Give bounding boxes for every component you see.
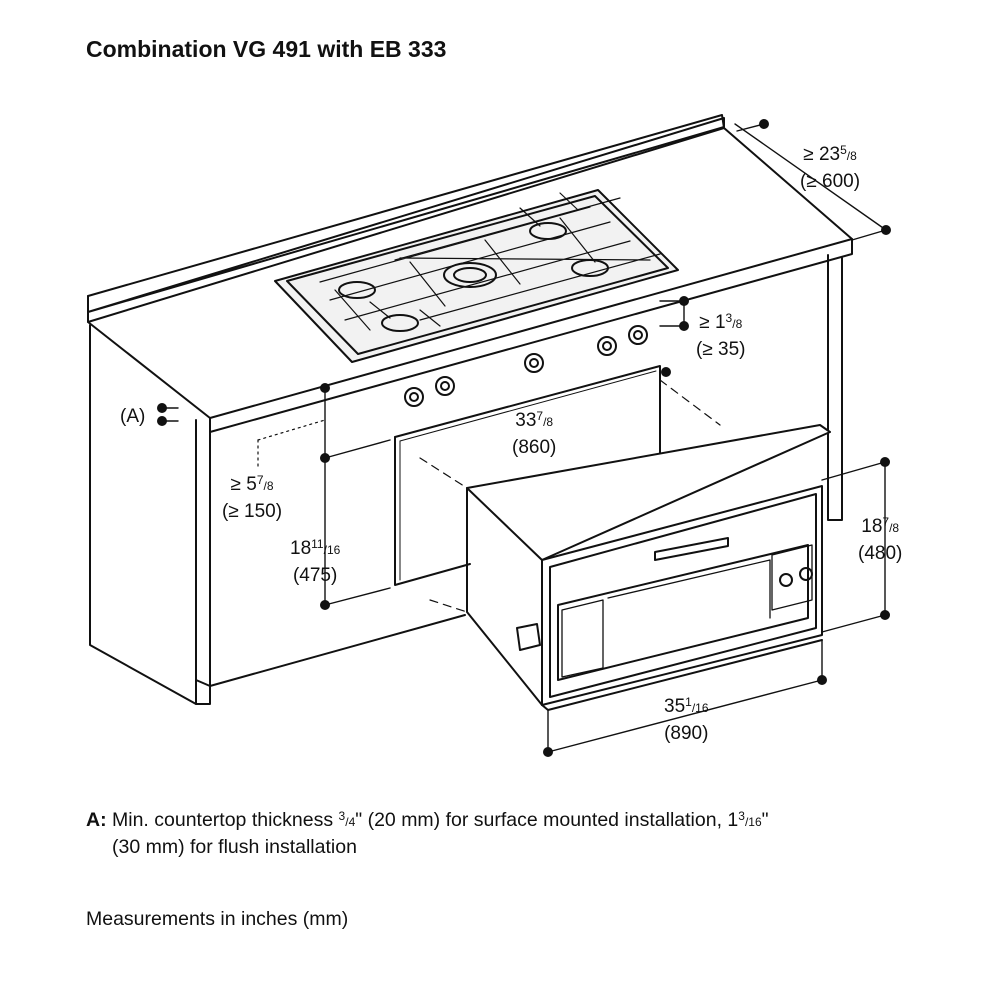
countertop-note: A: Min. countertop thickness 3/4" (20 mm… (86, 804, 966, 860)
note-line1-post: " (761, 809, 769, 831)
opening-width-dimension-label: 337/8 (860) (512, 409, 557, 458)
oven-width-dimension-label: 351/16 (890) (664, 695, 709, 744)
depth-mm: (≥ 600) (800, 171, 861, 192)
dimension-dots (157, 119, 891, 757)
oven-width-inches: 35 (664, 696, 686, 717)
rear-gap-dimension-label: ≥ 13/8 (≥ 35) (696, 311, 746, 360)
warming-drawer-oven (466, 424, 831, 711)
top-gap-frac-den: 8 (266, 479, 274, 493)
oven-height-frac-num: 7 (882, 515, 890, 529)
depth-frac-num: 5 (840, 143, 847, 157)
rear-gap-frac-num: 3 (725, 311, 733, 325)
measurement-units-note: Measurements in inches (mm) (86, 908, 349, 930)
oven-height-frac-den: 8 (892, 521, 900, 535)
note-frac1-den: 4 (348, 815, 356, 829)
oven-width-frac-num: 1 (685, 695, 692, 709)
note-frac2-den: 16 (748, 815, 762, 829)
top-gap-inches: ≥ 5 (230, 474, 257, 495)
opening-height-mm: (475) (292, 565, 338, 586)
diagram-title: Combination VG 491 with EB 333 (86, 36, 447, 62)
oven-height-dimension-label: 187/8 (480) (858, 515, 903, 564)
gas-hob (274, 189, 679, 363)
cabinet (89, 254, 843, 705)
note-line1-pre: Min. countertop thickness (112, 809, 339, 831)
opening-height-frac-den: 16 (326, 543, 341, 557)
oven-height-inches: 18 (861, 516, 883, 537)
top-gap-mm: (≥ 150) (222, 501, 283, 522)
note-key: A: (86, 809, 107, 831)
opening-width-mm: (860) (512, 437, 557, 458)
top-gap-frac-num: 7 (256, 473, 264, 487)
opening-height-dimension-label: 1811/16 (475) (290, 537, 341, 586)
note-frac2-num: 3 (738, 809, 745, 823)
oven-width-mm: (890) (664, 723, 709, 744)
opening-height-frac-num: 11 (311, 537, 324, 551)
depth-dimension-label: ≥ 235/8 (≥ 600) (800, 143, 861, 192)
hob-knobs (404, 325, 648, 407)
dimension-lines (161, 123, 887, 753)
note-line2: (30 mm) for flush installation (112, 836, 357, 858)
rear-gap-mm: (≥ 35) (696, 339, 746, 360)
note-frac1-num: 3 (338, 809, 346, 823)
note-line1-mid: " (20 mm) for surface mounted installati… (355, 809, 739, 831)
opening-width-frac-den: 8 (546, 415, 554, 429)
rear-gap-frac-den: 8 (735, 317, 743, 331)
top-gap-dimension-label: ≥ 57/8 (≥ 150) (222, 473, 283, 522)
depth-frac-den: 8 (850, 149, 857, 163)
oven-width-frac-den: 16 (695, 701, 709, 715)
depth-inches: ≥ 23 (803, 144, 841, 165)
countertop-thickness-marker: (A) (120, 406, 146, 427)
guide-lines (257, 379, 721, 613)
oven-height-mm: (480) (858, 543, 903, 564)
rear-gap-inches: ≥ 1 (699, 312, 726, 333)
opening-height-inches: 18 (290, 538, 312, 559)
opening-width-frac-num: 7 (536, 409, 544, 423)
opening-width-inches: 33 (515, 410, 537, 431)
